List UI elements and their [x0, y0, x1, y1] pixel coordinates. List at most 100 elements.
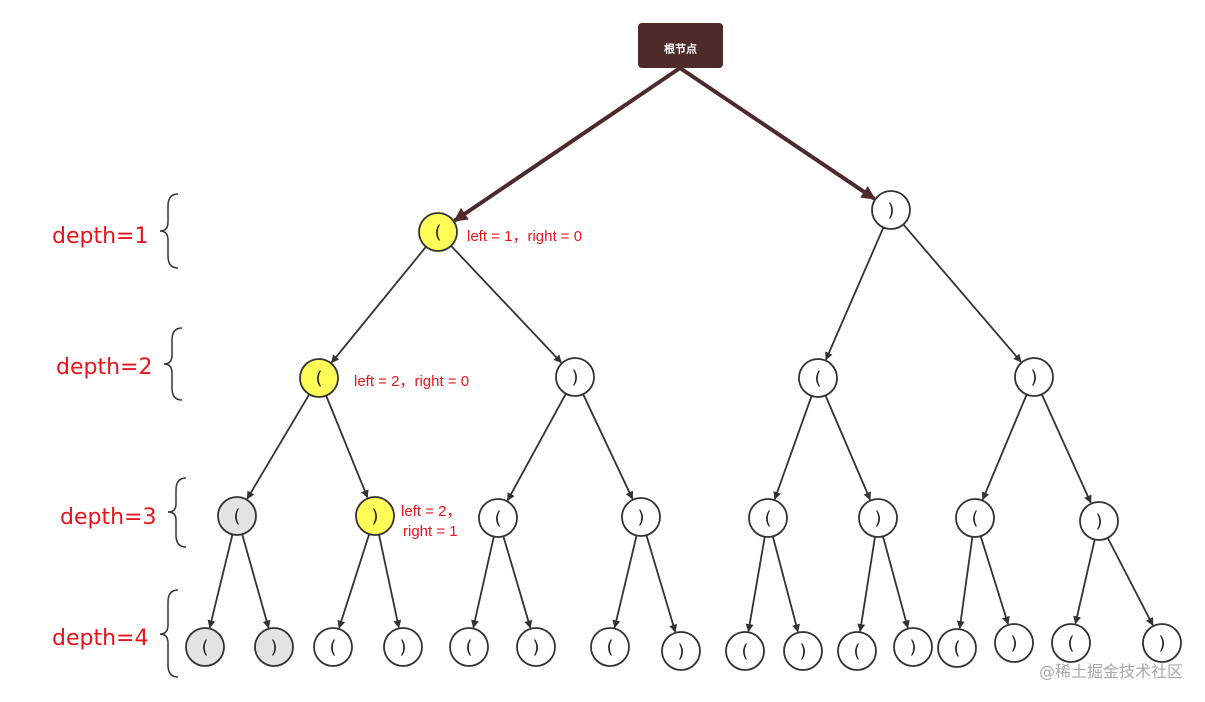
tree-node-label: ) [799, 641, 806, 662]
tree-node-circle [1079, 501, 1119, 541]
tree-node: ) [254, 627, 294, 667]
tree-node: ( [798, 358, 838, 398]
root-edge-0 [453, 66, 682, 223]
tree-node-circle [590, 627, 630, 667]
edge-d3-5-0 [857, 536, 876, 633]
tree-node-label: ( [1067, 633, 1074, 654]
tree-node: ) [994, 623, 1034, 663]
tree-node-label: ) [637, 507, 644, 528]
edge-d1-1-0 [825, 227, 885, 361]
edge-d2-1-1 [582, 393, 634, 500]
tree-node: ( [313, 627, 353, 667]
annotation-depth2: left = 2，right = 0 [354, 373, 469, 390]
edge-d3-5-1 [882, 536, 910, 629]
tree-node-label: ( [741, 641, 748, 662]
tree-node-circle [1051, 623, 1091, 663]
tree-node-circle [798, 358, 838, 398]
tree-node-circle [418, 212, 458, 252]
tree-node-circle [955, 498, 995, 538]
tree-node-label: ( [201, 637, 208, 658]
tree-node-circle [994, 623, 1034, 663]
tree-node-label: ) [909, 637, 916, 658]
tree-node-label: ) [887, 200, 894, 221]
tree-node: ( [418, 212, 458, 252]
root-edge-1 [678, 66, 876, 201]
edge-d1-0-0 [330, 246, 427, 364]
tree-node-circle [185, 627, 225, 667]
tree-node-label: ) [571, 367, 578, 388]
tree-node: ( [185, 627, 225, 667]
edge-d3-2-0 [471, 536, 495, 629]
edge-d2-1-0 [506, 393, 567, 502]
tree-node-label: ( [953, 638, 960, 659]
tree-node: ( [217, 496, 257, 536]
tree-node-circle [383, 627, 423, 667]
edge-d3-3-1 [645, 534, 678, 633]
tree-node-circle [1014, 357, 1054, 397]
edge-d3-4-1 [771, 536, 800, 633]
edge-d2-3-1 [1040, 393, 1092, 504]
tree-node-circle [555, 357, 595, 397]
tree-node-circle [858, 498, 898, 538]
tree-node-label: ) [399, 637, 406, 658]
depth-label-2: depth=2 [56, 355, 152, 380]
tree-node-circle [748, 498, 788, 538]
tree-node-label: ) [371, 506, 378, 527]
tree-node-label: ( [853, 641, 860, 662]
tree-node: ) [783, 631, 823, 671]
tree-node-label: ( [233, 506, 240, 527]
tree-node: ) [383, 627, 423, 667]
edge-d2-0-0 [246, 393, 311, 500]
tree-node-circle [313, 627, 353, 667]
edge-d3-4-0 [745, 536, 766, 633]
depth-label-1: depth=1 [52, 224, 148, 249]
edge-d2-2-1 [824, 395, 871, 501]
tree-node: ) [858, 498, 898, 538]
tree-node: ) [1014, 357, 1054, 397]
tree-node: ( [1051, 623, 1091, 663]
tree-node-label: ( [494, 508, 501, 529]
tree-node: ( [748, 498, 788, 538]
tree-node-circle [355, 496, 395, 536]
nodes-layer: ()()()()()()()()()()()()()()() [185, 190, 1182, 671]
edge-d3-6-1 [979, 535, 1010, 625]
edge-d3-1-1 [378, 534, 402, 629]
tree-node-label: ( [971, 508, 978, 529]
tree-node-circle [893, 627, 933, 667]
tree-node-label: ) [270, 637, 277, 658]
tree-node-circle [478, 498, 518, 538]
tree-node-label: ( [329, 637, 336, 658]
tree-node: ( [725, 631, 765, 671]
edge-d1-1-1 [902, 223, 1022, 363]
tree-node: ) [661, 631, 701, 671]
edge-d3-1-0 [337, 533, 371, 629]
tree-node: ) [516, 627, 556, 667]
edges-layer [207, 66, 1154, 633]
tree-node-label: ) [1030, 367, 1037, 388]
tree-node-circle [254, 627, 294, 667]
root-label: 根节点 [664, 42, 697, 56]
tree-node: ) [555, 357, 595, 397]
tree-node-label: ( [315, 368, 322, 389]
tree-node-label: ) [874, 508, 881, 529]
edge-d3-2-1 [502, 535, 533, 629]
root-node: 根节点 [638, 23, 723, 68]
tree-node-label: ( [764, 508, 771, 529]
tree-node-label: ) [1095, 511, 1102, 532]
depth-label-3: depth=3 [60, 505, 156, 530]
tree-node-circle [299, 358, 339, 398]
tree-node-label: ( [814, 368, 821, 389]
tree-node-circle [217, 496, 257, 536]
tree-node-circle [516, 627, 556, 667]
edge-d3-0-1 [241, 534, 271, 629]
brace-4 [159, 589, 179, 678]
tree-node-circle [871, 190, 911, 230]
annotations: left = 1，right = 0 left = 2，right = 0 le… [354, 228, 582, 540]
tree-node-label: ) [1010, 633, 1017, 654]
tree-node: ) [1142, 623, 1182, 663]
tree-node-label: ) [532, 637, 539, 658]
tree-node: ( [837, 631, 877, 671]
tree-node-circle [661, 631, 701, 671]
tree-node: ) [355, 496, 395, 536]
